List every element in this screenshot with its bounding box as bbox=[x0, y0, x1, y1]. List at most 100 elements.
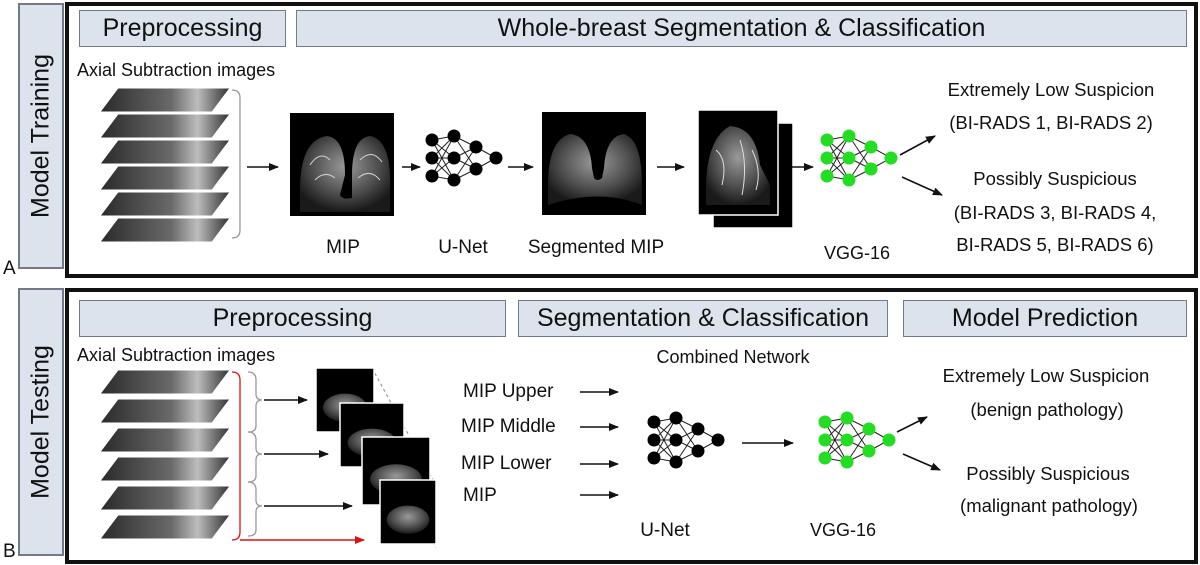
axial-slice-a bbox=[99, 191, 231, 217]
output-low-suspicion-title-a: Extremely Low Suspicion bbox=[947, 79, 1155, 100]
unet-b-node bbox=[669, 411, 683, 425]
unet-b-node bbox=[669, 433, 683, 447]
unet-b-node bbox=[669, 455, 683, 469]
side-label-testing: Model Testing bbox=[18, 288, 64, 556]
vgg-a-node bbox=[842, 173, 856, 187]
unet-network-b bbox=[647, 411, 725, 469]
input-caption-a: Axial Subtraction images bbox=[77, 60, 276, 80]
unet-a-node bbox=[447, 173, 461, 187]
mip-cascade-tissue bbox=[386, 505, 430, 534]
axial-slice-b bbox=[99, 427, 231, 453]
axial-slice-a bbox=[99, 165, 231, 191]
unet-b-node bbox=[691, 422, 705, 436]
unet-b-node bbox=[647, 415, 661, 429]
unet-a-node bbox=[489, 151, 503, 165]
label-mip-lower: MIP Lower bbox=[461, 453, 552, 474]
axial-slice-b bbox=[99, 514, 231, 540]
output-low-suspicion-detail-a: (BI-RADS 1, BI-RADS 2) bbox=[949, 112, 1153, 133]
vgg-b-node bbox=[862, 444, 876, 458]
axial-slice-a bbox=[99, 87, 231, 113]
vgg-b-node bbox=[840, 433, 854, 447]
unet-a-node bbox=[425, 133, 439, 147]
arrow-vgg-to-low-suspicion-a bbox=[899, 135, 936, 156]
panel-a-letter: A bbox=[3, 258, 16, 279]
segmented-mip-image bbox=[542, 112, 646, 215]
label-unet-b: U-Net bbox=[640, 520, 690, 541]
label-combined-network: Combined Network bbox=[656, 347, 810, 367]
arrow-vgg-to-suspicious-b bbox=[902, 453, 941, 471]
vgg-a-node bbox=[820, 151, 834, 165]
axial-slice-b bbox=[99, 369, 231, 395]
label-mip-middle: MIP Middle bbox=[461, 416, 556, 437]
unet-a-node bbox=[425, 169, 439, 183]
vgg-a-node bbox=[820, 133, 834, 147]
header-preprocessing-a: Preprocessing bbox=[79, 10, 286, 47]
axial-slice-a bbox=[99, 217, 231, 243]
vgg-b-node bbox=[862, 422, 876, 436]
axial-slice-stack-a bbox=[99, 87, 231, 243]
unet-network-a bbox=[425, 129, 503, 187]
vgg-a-node bbox=[864, 162, 878, 176]
vgg-a-node bbox=[864, 140, 878, 154]
vgg-network-a bbox=[820, 129, 898, 187]
output-suspicious-detail-2-a: BI-RADS 5, BI-RADS 6) bbox=[956, 234, 1154, 255]
unet-b-node bbox=[647, 433, 661, 447]
unet-a-node bbox=[469, 140, 483, 154]
vgg-a-node bbox=[820, 169, 834, 183]
vgg-b-node bbox=[840, 411, 854, 425]
unet-b-node bbox=[691, 444, 705, 458]
segmented-crop-stack bbox=[697, 109, 794, 229]
label-mip-full: MIP bbox=[463, 485, 497, 506]
axial-slice-b bbox=[99, 485, 231, 511]
vgg-b-node bbox=[818, 433, 832, 447]
axial-slice-b bbox=[99, 398, 231, 424]
output-low-suspicion-detail-b: (benign pathology) bbox=[970, 399, 1124, 420]
header-preprocessing-b: Preprocessing bbox=[79, 300, 506, 337]
vgg-network-b bbox=[818, 411, 896, 469]
label-mip-a: MIP bbox=[326, 237, 360, 258]
sub-bracket-middle bbox=[247, 431, 263, 483]
bracket-a bbox=[231, 89, 241, 239]
panel-b-letter: B bbox=[3, 541, 16, 562]
unet-a-node bbox=[447, 151, 461, 165]
vgg-b-node bbox=[840, 455, 854, 469]
label-unet-a: U-Net bbox=[438, 237, 488, 258]
vgg-a-node bbox=[842, 151, 856, 165]
arrow-vgg-to-low-suspicion-b bbox=[896, 416, 928, 433]
header-segmentation-classification-a: Whole-breast Segmentation & Classificati… bbox=[296, 10, 1187, 47]
label-mip-upper: MIP Upper bbox=[463, 381, 554, 402]
axial-slice-a bbox=[99, 113, 231, 139]
label-vgg-b: VGG-16 bbox=[809, 520, 877, 540]
unet-b-node bbox=[711, 433, 725, 447]
arrow-vgg-to-suspicious-a bbox=[901, 176, 943, 196]
label-segmented-mip: Segmented MIP bbox=[527, 237, 665, 258]
axial-slice-b bbox=[99, 456, 231, 482]
unet-a-node bbox=[447, 129, 461, 143]
sub-bracket-lower bbox=[247, 481, 263, 537]
output-suspicious-title-b: Possibly Suspicious bbox=[966, 463, 1130, 484]
red-bracket-b bbox=[231, 371, 241, 541]
sub-bracket-upper bbox=[247, 371, 263, 433]
output-suspicious-detail-1-a: (BI-RADS 3, BI-RADS 4, bbox=[953, 202, 1157, 223]
vgg-a-node bbox=[884, 151, 898, 165]
unet-a-node bbox=[469, 162, 483, 176]
vgg-a-node bbox=[842, 129, 856, 143]
axial-slice-a bbox=[99, 139, 231, 165]
vgg-b-node bbox=[882, 433, 896, 447]
header-model-prediction: Model Prediction bbox=[903, 300, 1187, 337]
header-segmentation-classification-b: Segmentation & Classification bbox=[518, 300, 888, 337]
mip-cascade bbox=[315, 367, 437, 549]
input-caption-b: Axial Subtraction images bbox=[77, 345, 276, 365]
mip-image bbox=[290, 113, 394, 216]
unet-b-node bbox=[647, 451, 661, 465]
label-vgg-a: VGG-16 bbox=[823, 243, 891, 263]
vgg-b-node bbox=[818, 415, 832, 429]
unet-a-node bbox=[425, 151, 439, 165]
output-low-suspicion-title-b: Extremely Low Suspicion bbox=[942, 365, 1150, 386]
output-suspicious-detail-b: (malignant pathology) bbox=[960, 495, 1138, 516]
side-label-training: Model Training bbox=[18, 3, 64, 269]
output-suspicious-title-a: Possibly Suspicious bbox=[973, 168, 1137, 189]
axial-slice-stack-b bbox=[99, 369, 231, 540]
vgg-b-node bbox=[818, 451, 832, 465]
